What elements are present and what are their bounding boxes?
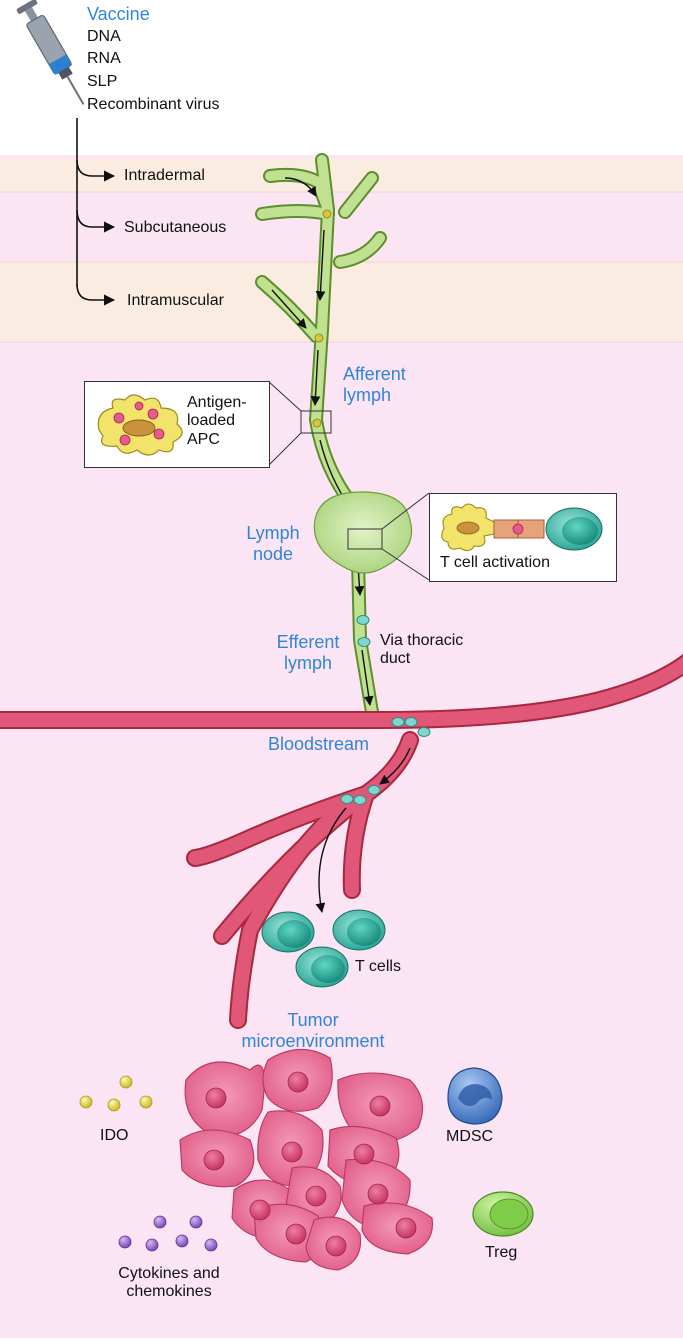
afferent-lymph-label: Afferent lymph <box>343 364 406 405</box>
thoracic-duct-label: Via thoracic duct <box>380 632 464 668</box>
apc-cell-icon <box>97 394 183 456</box>
t-cell-activation-label: T cell activation <box>440 554 550 571</box>
vaccine-type-recombinant-virus: Recombinant virus <box>87 96 220 113</box>
ido-molecules <box>79 1075 153 1112</box>
ido-label: IDO <box>100 1127 129 1144</box>
t-cells-cluster <box>261 909 386 988</box>
vaccine-title: Vaccine <box>87 4 150 24</box>
activation-zoom-leader <box>347 492 430 581</box>
tumor-nuclei <box>203 1071 417 1257</box>
cytokine-molecules <box>118 1215 218 1252</box>
t-cell-icon <box>261 911 315 953</box>
treg-icon <box>472 1191 534 1237</box>
tumor-mass <box>179 1048 434 1271</box>
syringe-icon <box>16 0 85 105</box>
bloodstream-label: Bloodstream <box>268 734 370 754</box>
mdsc-label: MDSC <box>446 1128 494 1145</box>
route-subcutaneous: Subcutaneous <box>124 219 227 236</box>
apc-zoom-leader <box>267 380 332 467</box>
t-cell-icon <box>295 946 349 988</box>
efferent-lymph-label: Efferent lymph <box>276 632 340 673</box>
lymph-node-label: Lymph node <box>246 523 300 564</box>
muscle-layer <box>0 262 683 342</box>
t-cell-activation-icon <box>441 503 603 552</box>
cytokines-label: Cytokines and chemokines <box>118 1265 220 1301</box>
blood-t-cells <box>340 717 431 805</box>
apc-label: Antigen- loaded APC <box>187 394 247 448</box>
vaccine-type-rna: RNA <box>87 50 121 67</box>
mdsc-icon <box>447 1067 503 1125</box>
efferent-t-cells <box>356 615 371 647</box>
vaccine-type-dna: DNA <box>87 28 121 45</box>
t-cells-label: T cells <box>355 958 401 975</box>
vaccine-type-slp: SLP <box>87 73 118 90</box>
route-intradermal: Intradermal <box>124 167 205 184</box>
route-arrows <box>76 118 116 306</box>
treg-label: Treg <box>485 1244 518 1261</box>
activation-inset-box: T cell activation <box>429 493 617 582</box>
tumor-microenvironment-title: Tumor microenvironment <box>241 1010 385 1051</box>
blood-vessel <box>0 654 683 1029</box>
blood-flow-arrows <box>315 747 411 913</box>
t-cell-icon <box>332 909 386 951</box>
route-intramuscular: Intramuscular <box>127 292 224 309</box>
dermis-layer <box>0 158 683 192</box>
apc-inset-box: Antigen- loaded APC <box>84 381 270 468</box>
